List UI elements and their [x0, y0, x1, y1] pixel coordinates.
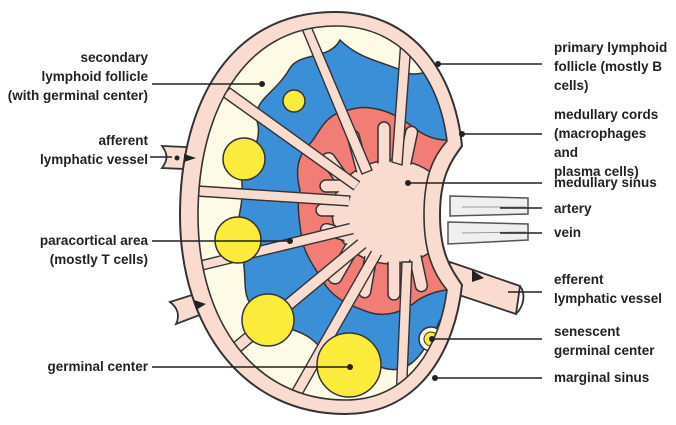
label-primary-follicle: primary lymphoid follicle (mostly B cell…: [554, 40, 668, 93]
germinal-center-paracortical: [214, 216, 262, 264]
label-senescent-gc: senescent germinal center: [554, 324, 655, 358]
leader-lines: [150, 61, 542, 381]
label-artery: artery: [554, 201, 592, 216]
germinal-center-afferent: [222, 137, 266, 181]
afferent-vessel-dots: [174, 155, 180, 161]
label-medullary-cords: medullary cords (macrophages and plasma …: [554, 107, 659, 179]
label-marginal-sinus: marginal sinus: [554, 370, 650, 385]
arrow-icon: [184, 154, 484, 310]
label-efferent-vessel: efferent lymphatic vessel: [554, 272, 663, 306]
trabeculae: [198, 26, 413, 400]
vein-vessel: [447, 221, 529, 245]
label-paracortical-area: paracortical area (mostly T cells): [39, 233, 148, 267]
label-vein: vein: [554, 225, 582, 240]
germinal-center-small-top: [282, 89, 306, 113]
medullary-sinus-center: [348, 168, 436, 256]
germinal-center-lower: [241, 293, 295, 347]
label-afferent-vessel: afferent lymphatic vessel: [39, 133, 148, 167]
label-germinal-center: germinal center: [47, 359, 148, 374]
artery-vessel: [449, 195, 529, 217]
marginal-sinus-outline: [197, 25, 448, 401]
label-medullary-sinus: medullary sinus: [554, 175, 657, 190]
label-secondary-follicle: secondary lymphoid follicle (with germin…: [7, 50, 148, 103]
